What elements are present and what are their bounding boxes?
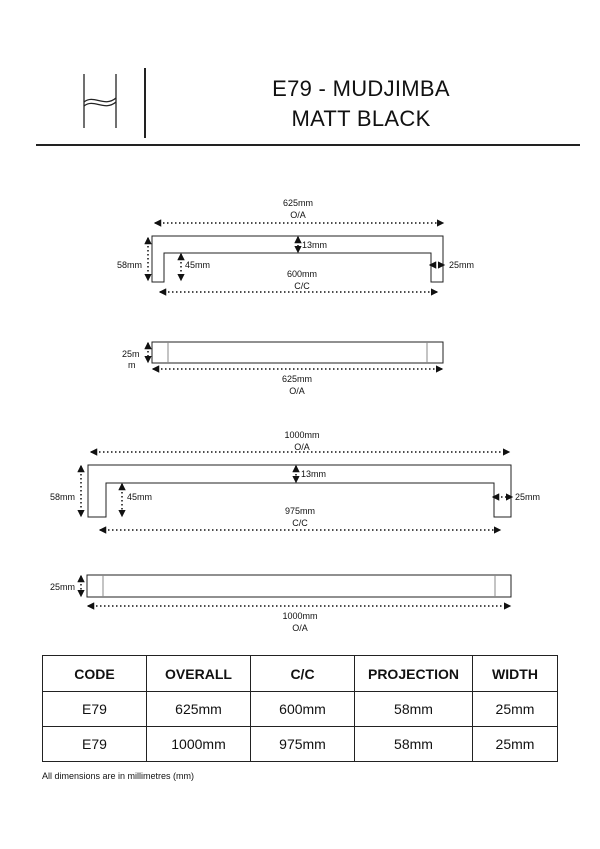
- small-front-view: [151, 235, 444, 283]
- large-top-overall-label: 1000mm: [282, 611, 317, 621]
- small-cc-sub: C/C: [294, 281, 310, 291]
- table-header-row: CODE OVERALL C/C PROJECTION WIDTH: [42, 655, 558, 692]
- table-row: E79 625mm 600mm 58mm 25mm: [42, 691, 558, 727]
- large-bar-thickness-label: 13mm: [301, 469, 326, 479]
- small-top-view: [151, 341, 444, 364]
- header-rule: [36, 144, 580, 146]
- small-overall-sub: O/A: [290, 210, 306, 220]
- col-header-projection: PROJECTION: [354, 655, 473, 692]
- small-top-overall-label: 625mm: [282, 374, 312, 384]
- spec-table: CODE OVERALL C/C PROJECTION WIDTH E79 62…: [42, 655, 558, 762]
- cell-projection: 58mm: [354, 691, 473, 727]
- product-finish: MATT BLACK: [291, 106, 431, 131]
- large-cc-label: 975mm: [285, 506, 315, 516]
- product-title: E79 - MUDJIMBA: [272, 76, 450, 101]
- large-overall-sub: O/A: [294, 442, 310, 452]
- small-width-label: 25mm: [449, 260, 474, 270]
- cell-overall: 1000mm: [146, 726, 251, 762]
- small-projection-label: 58mm: [117, 260, 142, 270]
- header-divider: [144, 68, 146, 138]
- dimensions-note: All dimensions are in millimetres (mm): [42, 771, 195, 781]
- col-header-cc: C/C: [250, 655, 355, 692]
- large-cc-sub: C/C: [292, 518, 308, 528]
- col-header-code: CODE: [42, 655, 147, 692]
- small-leg-label: 45mm: [185, 260, 210, 270]
- header: E79 - MUDJIMBA MATT BLACK: [36, 60, 580, 145]
- small-top-width-label-2: m: [128, 360, 136, 370]
- cell-code: E79: [42, 726, 147, 762]
- small-bar-thickness-label: 13mm: [302, 240, 327, 250]
- large-handle-outline: [87, 464, 512, 518]
- cell-width: 25mm: [472, 691, 558, 727]
- table-row: E79 1000mm 975mm 58mm 25mm: [42, 726, 558, 762]
- cell-code: E79: [42, 691, 147, 727]
- cell-cc: 600mm: [250, 691, 355, 727]
- small-overall-label: 625mm: [283, 198, 313, 208]
- small-top-overall-sub: O/A: [289, 386, 305, 396]
- large-top-width-label: 25mm: [50, 582, 75, 592]
- small-cc-label: 600mm: [287, 269, 317, 279]
- large-projection-label: 58mm: [50, 492, 75, 502]
- h-monogram-logo-icon: [83, 74, 117, 128]
- large-top-overall-sub: O/A: [292, 623, 308, 633]
- cell-cc: 975mm: [250, 726, 355, 762]
- small-top-width-label: 25m: [122, 349, 140, 359]
- large-leg-label: 45mm: [127, 492, 152, 502]
- col-header-overall: OVERALL: [146, 655, 251, 692]
- large-front-view: [87, 464, 512, 518]
- cell-width: 25mm: [472, 726, 558, 762]
- large-width-label: 25mm: [515, 492, 540, 502]
- col-header-width: WIDTH: [472, 655, 558, 692]
- small-handle-outline: [151, 235, 444, 283]
- large-overall-label: 1000mm: [284, 430, 319, 440]
- cell-projection: 58mm: [354, 726, 473, 762]
- cell-overall: 625mm: [146, 691, 251, 727]
- large-top-view: [86, 574, 512, 598]
